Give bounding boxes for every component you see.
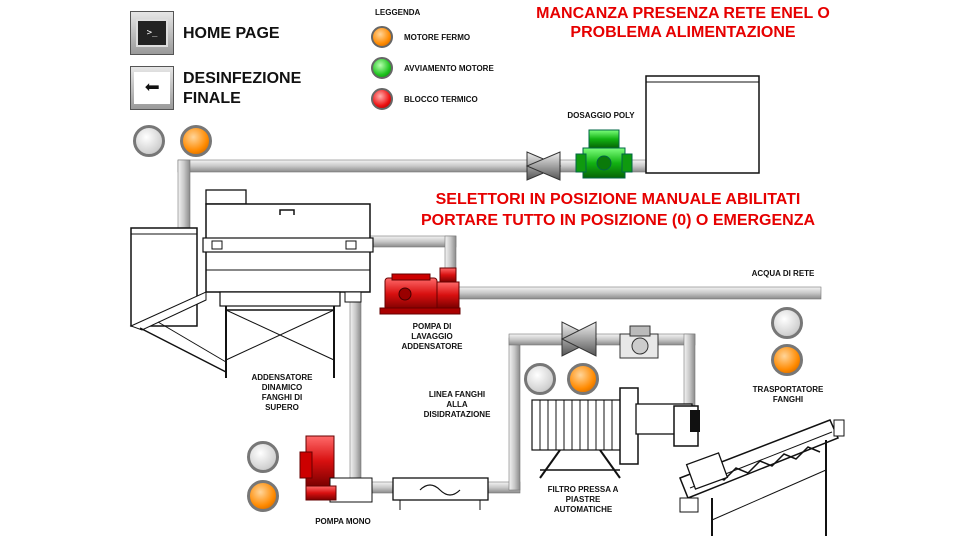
back-label-line1: DESINFEZIONE [183,70,302,87]
legend-lamp-starting [371,57,393,79]
legend-label-thermal: BLOCCO TERMICO [404,95,478,104]
filter-press-status-lamp-stopped[interactable] [567,363,599,395]
conveyor-status-lamp-off[interactable] [771,307,803,339]
thickener-status-lamp-off[interactable] [133,125,165,157]
home-page-label[interactable]: HOME PAGE [183,25,280,42]
thickener-label: ADDENSATORE DINAMICO FANGHI DI SUPERO [232,373,332,413]
sludge-line-label-line1: LINEA FANGHI [428,390,486,399]
legend-label-stopped: MOTORE FERMO [404,33,471,42]
conveyor-label: TRASPORTATORE FANGHI [733,385,843,405]
selector-alarm-line2: PORTARE TUTTO IN POSIZIONE (0) O EMERGEN… [420,212,816,229]
washing-pump-label: POMPA DI LAVAGGIO ADDENSATORE [382,322,482,352]
mono-pump-label: POMPA MONO [315,517,371,526]
filter-press-label-line3: AUTOMATICHE [553,505,613,514]
back-label-line2: FINALE [183,90,241,107]
power-alarm: MANCANZA PRESENZA RETE ENEL O PROBLEMA A… [520,4,846,42]
conveyor-label-line1: TRASPORTATORE [752,385,824,394]
filter-press-icon [531,387,700,479]
conveyor-label-line2: FANGHI [772,395,804,404]
dosing-poly-label: DOSAGGIO POLY [567,111,635,120]
thickener-label-line4: SUPERO [265,403,299,412]
mono-pump-status-lamp-off[interactable] [247,441,279,473]
washing-pump-label-line2: LAVAGGIO [411,332,453,341]
selector-alarm-line1: SELETTORI IN POSIZIONE MANUALE ABILITATI [435,191,801,208]
legend-title: LEGGENDA [375,8,421,17]
washing-pump-label-line3: ADDENSATORE [401,342,463,351]
power-alarm-line1: MANCANZA PRESENZA RETE ENEL O [536,5,830,22]
thickener-label-line3: FANGHI DI [261,393,303,402]
power-alarm-line2: PROBLEMA ALIMENTAZIONE [570,24,796,41]
thickener-label-line1: ADDENSATORE [251,373,313,382]
sludge-line-label-line2: ALLA [446,400,468,409]
thickener-label-line2: DINAMICO [261,383,303,392]
thickener-icon [129,189,374,378]
legend-label-starting: AVVIAMENTO MOTORE [404,64,494,73]
filter-press-label-line1: FILTRO PRESSA A [547,485,619,494]
selector-alarm: SELETTORI IN POSIZIONE MANUALE ABILITATI… [390,189,846,231]
thickener-status-lamp-stopped[interactable] [180,125,212,157]
sludge-line-label: LINEA FANGHI ALLA DISIDRATAZIONE [402,390,512,420]
conveyor-status-lamp-stopped[interactable] [771,344,803,376]
sludge-line-label-line3: DISIDRATAZIONE [423,410,491,419]
dosing-pump-icon [575,129,633,179]
legend-lamp-thermal [371,88,393,110]
flow-meter-icon [619,325,659,359]
washing-pump-label-line1: POMPA DI [412,322,452,331]
filter-press-status-lamp-off[interactable] [524,363,556,395]
back-label[interactable]: DESINFEZIONE FINALE [183,69,301,109]
arrow-left-icon: ⬅ [134,72,170,104]
mono-pump-icon [299,435,373,503]
mains-water-label: ACQUA DI RETE [751,269,815,278]
filter-press-label: FILTRO PRESSA A PIASTRE AUTOMATICHE [533,485,633,515]
mono-pump-status-lamp-stopped[interactable] [247,480,279,512]
filter-press-label-line2: PIASTRE [565,495,601,504]
terminal-icon: >_ [136,19,168,47]
legend-lamp-stopped [371,26,393,48]
back-button[interactable]: ⬅ [130,66,174,110]
home-page-button[interactable]: >_ [130,11,174,55]
washing-pump-icon [379,267,461,315]
conveyor-icon [679,419,845,536]
